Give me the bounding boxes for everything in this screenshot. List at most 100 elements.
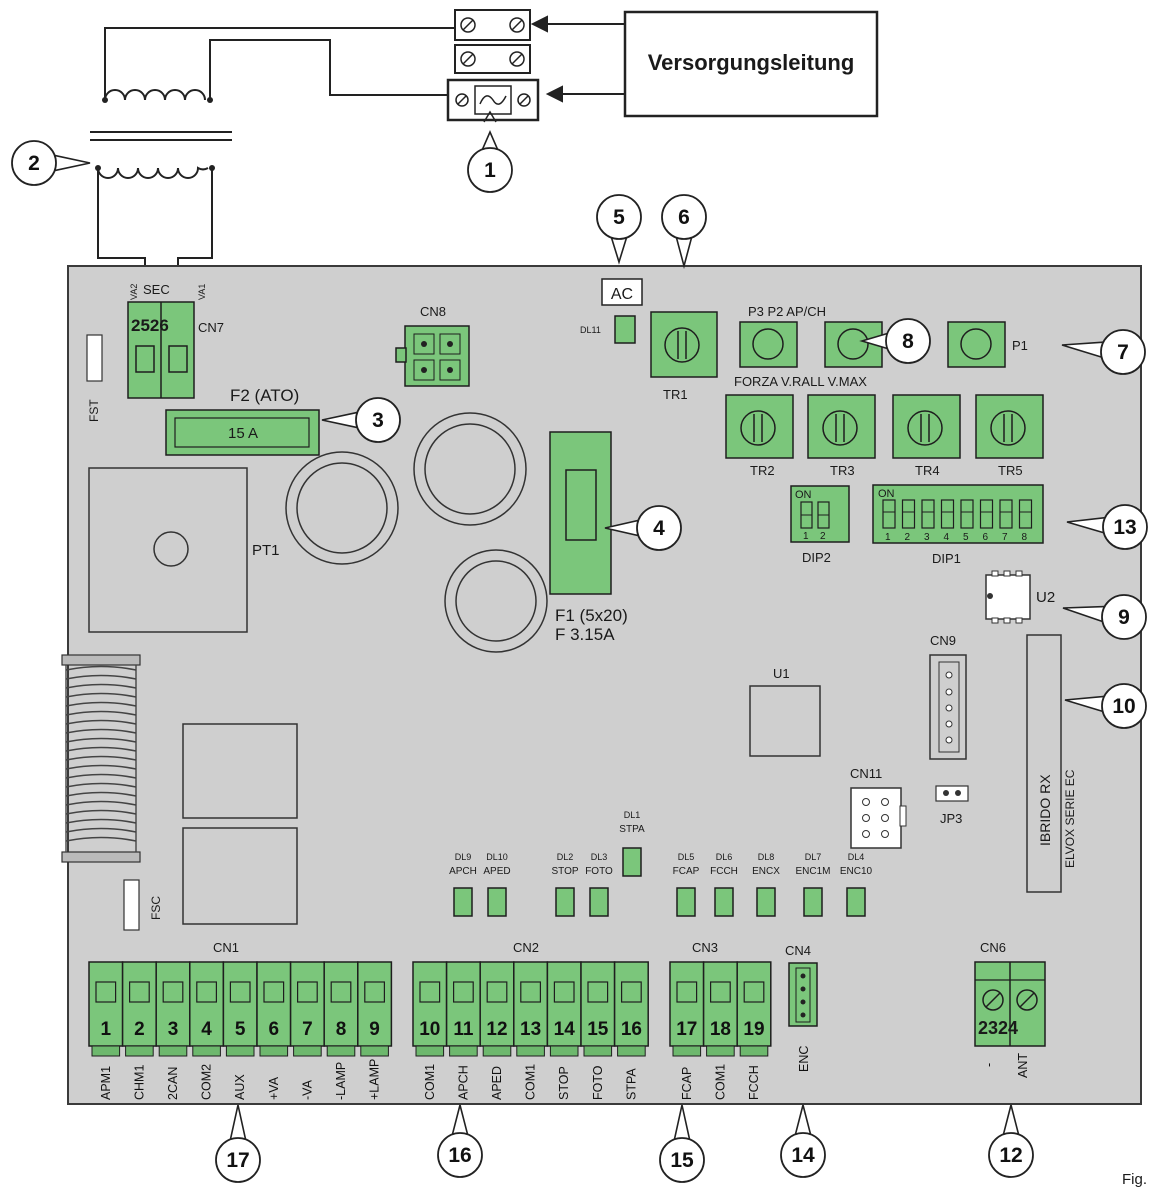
callout-15: 15 — [659, 1104, 705, 1183]
terminal-1 — [88, 961, 124, 1047]
led-name: STPA — [619, 824, 645, 835]
dip1-num: 2 — [905, 532, 911, 543]
u1-chip — [749, 685, 821, 757]
u1-label: U1 — [773, 666, 790, 681]
tr4-trimmer — [892, 394, 961, 459]
led-name: FOTO — [585, 866, 613, 877]
button-p3 — [739, 321, 798, 368]
tr1-trimmer — [650, 311, 718, 378]
terminal-label: FCAP — [680, 1067, 694, 1100]
cn9-label: CN9 — [930, 633, 956, 648]
led-id: DL5 — [678, 852, 695, 862]
callout-number: 12 — [999, 1144, 1022, 1167]
terminal-label: STPA — [624, 1068, 638, 1100]
terminal-16 — [613, 961, 649, 1047]
led-name: APED — [483, 866, 510, 877]
dip1-label: DIP1 — [932, 551, 961, 566]
dip1-num: 7 — [1002, 532, 1008, 543]
f2-title: F2 (ATO) — [230, 386, 299, 405]
ac-label: AC — [611, 286, 633, 303]
led-dl2 — [555, 887, 575, 917]
cn11-connector — [850, 787, 907, 849]
terminal-7 — [289, 961, 325, 1047]
callout-number: 1 — [484, 159, 496, 182]
terminal-label: CHM1 — [132, 1065, 146, 1100]
callout-number: 9 — [1118, 606, 1130, 629]
ac-box — [601, 278, 643, 306]
callout-number: 6 — [678, 206, 690, 229]
callout-number: 17 — [226, 1149, 249, 1172]
supply-arrows — [530, 15, 625, 103]
led-id: DL4 — [848, 852, 865, 862]
terminal-number: 2 — [134, 1019, 145, 1040]
cn9-connector — [929, 654, 967, 760]
terminal-number: 5 — [235, 1019, 246, 1040]
pt1-label: PT1 — [252, 542, 280, 559]
terminal-label: APM1 — [99, 1066, 113, 1100]
callout-3: 3 — [321, 397, 401, 443]
terminal-10 — [412, 961, 448, 1047]
led-id: DL9 — [455, 852, 472, 862]
terminal-label: +VA — [267, 1076, 281, 1100]
transformer-core — [90, 131, 232, 141]
p1-label: P1 — [1012, 338, 1028, 353]
status-leds: DL9APCHDL10APEDDL2STOPDL3FOTODL1STPADL5F… — [449, 810, 873, 917]
led-dl7 — [803, 887, 823, 917]
cn4-connector — [788, 962, 818, 1027]
terminal-number: 11 — [453, 1019, 474, 1040]
dip1-on: ON — [878, 488, 895, 500]
tr5-label: TR5 — [998, 463, 1023, 478]
cn8-connector — [395, 325, 470, 387]
terminal-3 — [155, 961, 191, 1047]
dip1-num: 4 — [944, 532, 950, 543]
dip2-label: DIP2 — [802, 550, 831, 565]
tr4-label: TR4 — [915, 463, 940, 478]
terminal-number: 12 — [486, 1019, 507, 1040]
terminal-number: 13 — [520, 1019, 541, 1040]
terminal-label: COM1 — [423, 1064, 437, 1100]
terminal-number: 8 — [336, 1019, 347, 1040]
tr1-label: TR1 — [663, 387, 688, 402]
dip1-switch — [872, 484, 1044, 544]
callout-number: 16 — [448, 1144, 471, 1167]
dip1-num: 6 — [983, 532, 989, 543]
callout-9: 9 — [1062, 594, 1147, 640]
cn6-label: CN6 — [980, 940, 1006, 955]
dl11-led — [614, 315, 636, 344]
cn3-label: CN3 — [692, 940, 718, 955]
terminal-label: AUX — [233, 1074, 247, 1100]
cn7-connector — [127, 301, 195, 399]
trimmers-label: FORZA V.RALL V.MAX — [734, 374, 867, 389]
terminal-label: COM2 — [200, 1064, 214, 1100]
terminal-number: 17 — [676, 1019, 697, 1040]
terminal-number: 3 — [168, 1019, 179, 1040]
led-name: ENC1M — [795, 866, 830, 877]
fsc-label: FSC — [149, 896, 163, 920]
cn6-minus-label: - — [982, 1063, 996, 1067]
terminal-14 — [546, 961, 582, 1047]
led-name: FCCH — [710, 866, 738, 877]
terminal-19 — [736, 961, 772, 1047]
terminal-label: -LAMP — [334, 1062, 348, 1100]
callout-7: 7 — [1061, 329, 1146, 375]
terminal-number: 6 — [269, 1019, 280, 1040]
buttons-label: P3 P2 AP/CH — [748, 304, 826, 319]
led-id: DL2 — [557, 852, 574, 862]
led-dl10 — [487, 887, 507, 917]
terminal-label: COM1 — [713, 1064, 727, 1100]
terminal-number: 14 — [554, 1019, 576, 1040]
cn1-label: CN1 — [213, 940, 239, 955]
f2-value: 15 A — [228, 425, 258, 442]
terminal-number: 4 — [201, 1019, 212, 1040]
terminal-number: 15 — [587, 1019, 609, 1040]
callout-number: 8 — [902, 330, 914, 353]
u2-label: U2 — [1036, 589, 1055, 606]
cn2-label: CN2 — [513, 940, 539, 955]
fst-holder — [86, 334, 103, 382]
u2-chip — [985, 570, 1031, 624]
tr2-trimmer — [725, 394, 794, 459]
terminal-number: 19 — [743, 1019, 764, 1040]
supply-wiring — [97, 27, 491, 300]
dip2-on: ON — [795, 489, 812, 501]
